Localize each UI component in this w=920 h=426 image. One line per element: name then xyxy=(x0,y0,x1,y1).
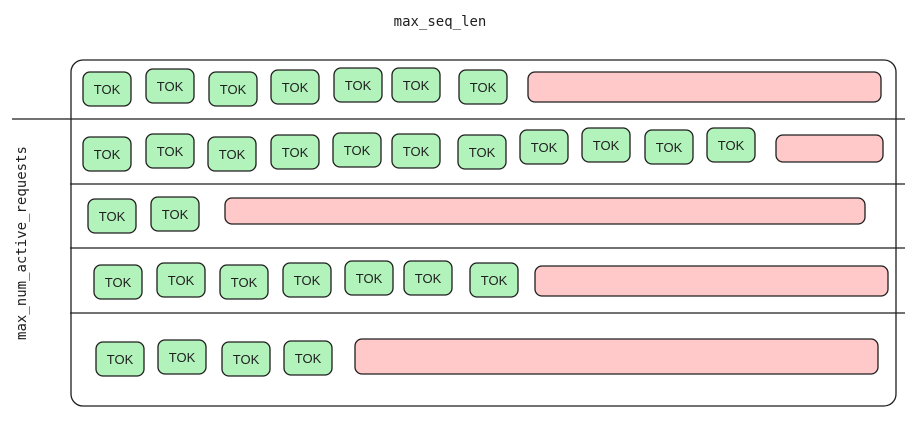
token-label: TOK xyxy=(345,78,372,93)
token-label: TOK xyxy=(481,273,508,288)
token-box: TOK xyxy=(469,262,519,298)
token-box: TOK xyxy=(332,132,382,168)
token-label: TOK xyxy=(107,352,134,367)
token-label: TOK xyxy=(231,275,258,290)
token-box: TOK xyxy=(221,341,271,377)
token-label: TOK xyxy=(294,273,321,288)
batch-outer-frame xyxy=(70,59,897,407)
token-label: TOK xyxy=(169,350,196,365)
token-label: TOK xyxy=(469,145,496,160)
token-label: TOK xyxy=(168,273,195,288)
request-row: TOK TOK TOK TOK TOK TOK TOK xyxy=(82,67,882,107)
token-box: TOK xyxy=(344,260,394,296)
token-label: TOK xyxy=(282,145,309,160)
token-box: TOK xyxy=(706,127,756,163)
token-label: TOK xyxy=(344,143,371,158)
token-box: TOK xyxy=(581,127,631,163)
token-box: TOK xyxy=(156,262,206,298)
token-label: TOK xyxy=(531,140,558,155)
padding-bar xyxy=(224,197,866,225)
token-label: TOK xyxy=(593,138,620,153)
token-label: TOK xyxy=(282,80,309,95)
token-label: TOK xyxy=(157,144,184,159)
token-label: TOK xyxy=(94,147,121,162)
token-box: TOK xyxy=(219,264,269,300)
token-label: TOK xyxy=(403,78,430,93)
padding-bar xyxy=(534,265,889,297)
request-row: TOK TOK TOK TOK TOK TOK TOK xyxy=(93,260,889,300)
token-label: TOK xyxy=(470,80,497,95)
token-box: TOK xyxy=(333,67,383,103)
token-box: TOK xyxy=(270,69,320,105)
token-box: TOK xyxy=(93,264,143,300)
padding-bar xyxy=(527,71,882,103)
token-label: TOK xyxy=(403,144,430,159)
token-box: TOK xyxy=(82,136,132,172)
token-box: TOK xyxy=(208,71,258,107)
token-box: TOK xyxy=(87,198,137,234)
token-box: TOK xyxy=(391,67,441,103)
token-box: TOK xyxy=(150,196,200,232)
request-row: TOK TOK TOK TOK TOK TOK TOK TOK TOK TOK TOK xyxy=(82,127,884,172)
token-box: TOK xyxy=(207,136,257,172)
max-seq-len-label: max_seq_len xyxy=(394,14,487,30)
token-label: TOK xyxy=(162,207,189,222)
token-box: TOK xyxy=(82,71,132,107)
token-box: TOK xyxy=(519,129,569,165)
token-label: TOK xyxy=(415,271,442,286)
request-row: TOK TOK xyxy=(87,196,866,234)
token-label: TOK xyxy=(219,147,246,162)
token-label: TOK xyxy=(220,82,247,97)
token-label: TOK xyxy=(105,275,132,290)
token-box: TOK xyxy=(283,340,333,376)
token-label: TOK xyxy=(718,138,745,153)
token-label: TOK xyxy=(295,351,322,366)
token-box: TOK xyxy=(270,134,320,170)
max-num-active-requests-label: max_num_active_requests xyxy=(14,146,30,340)
token-box: TOK xyxy=(403,260,453,296)
request-row: TOK TOK TOK TOK xyxy=(95,338,879,377)
token-box: TOK xyxy=(282,262,332,298)
token-box: TOK xyxy=(644,129,694,165)
token-label: TOK xyxy=(157,79,184,94)
token-box: TOK xyxy=(95,341,145,377)
token-box: TOK xyxy=(145,133,195,169)
padding-bar xyxy=(775,134,884,163)
token-label: TOK xyxy=(356,271,383,286)
token-box: TOK xyxy=(157,339,207,375)
token-label: TOK xyxy=(233,352,260,367)
token-box: TOK xyxy=(458,69,508,105)
token-box: TOK xyxy=(457,134,507,170)
token-label: TOK xyxy=(99,209,126,224)
padding-bar xyxy=(354,338,879,375)
token-box: TOK xyxy=(391,133,441,169)
token-label: TOK xyxy=(94,82,121,97)
token-label: TOK xyxy=(656,140,683,155)
token-box: TOK xyxy=(145,68,195,104)
